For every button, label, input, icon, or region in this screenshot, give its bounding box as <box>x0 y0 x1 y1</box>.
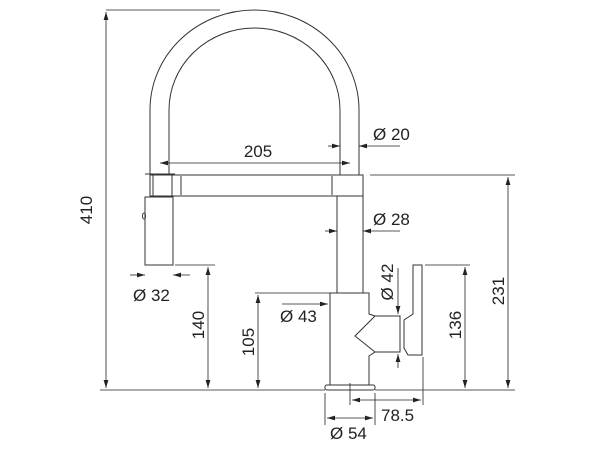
dim-label-d42: Ø 42 <box>378 264 397 301</box>
spout-outer-arc <box>149 9 360 175</box>
dim-label-d20: Ø 20 <box>373 125 410 144</box>
dim-label-d43: Ø 43 <box>280 307 317 326</box>
spout-inner-arc <box>168 27 341 175</box>
faucet-body <box>329 292 401 386</box>
dim-label-d28: Ø 28 <box>373 210 410 229</box>
dimension-lines <box>103 12 511 421</box>
faucet-outline <box>142 9 423 391</box>
dim-label-231: 231 <box>489 277 508 305</box>
dim-label-78-5: 78.5 <box>381 406 414 425</box>
dim-label-205: 205 <box>244 142 272 161</box>
dim-label-d32: Ø 32 <box>133 286 170 305</box>
dim-label-140: 140 <box>189 311 208 339</box>
dim-label-136: 136 <box>446 311 465 339</box>
spray-head <box>144 196 174 266</box>
spout-horizontal-section <box>149 174 364 197</box>
extension-lines <box>100 9 515 425</box>
dim-label-105: 105 <box>239 328 258 356</box>
dim-label-410: 410 <box>77 196 96 224</box>
handle-lever <box>403 264 423 356</box>
dim-label-d54: Ø 54 <box>330 424 367 443</box>
